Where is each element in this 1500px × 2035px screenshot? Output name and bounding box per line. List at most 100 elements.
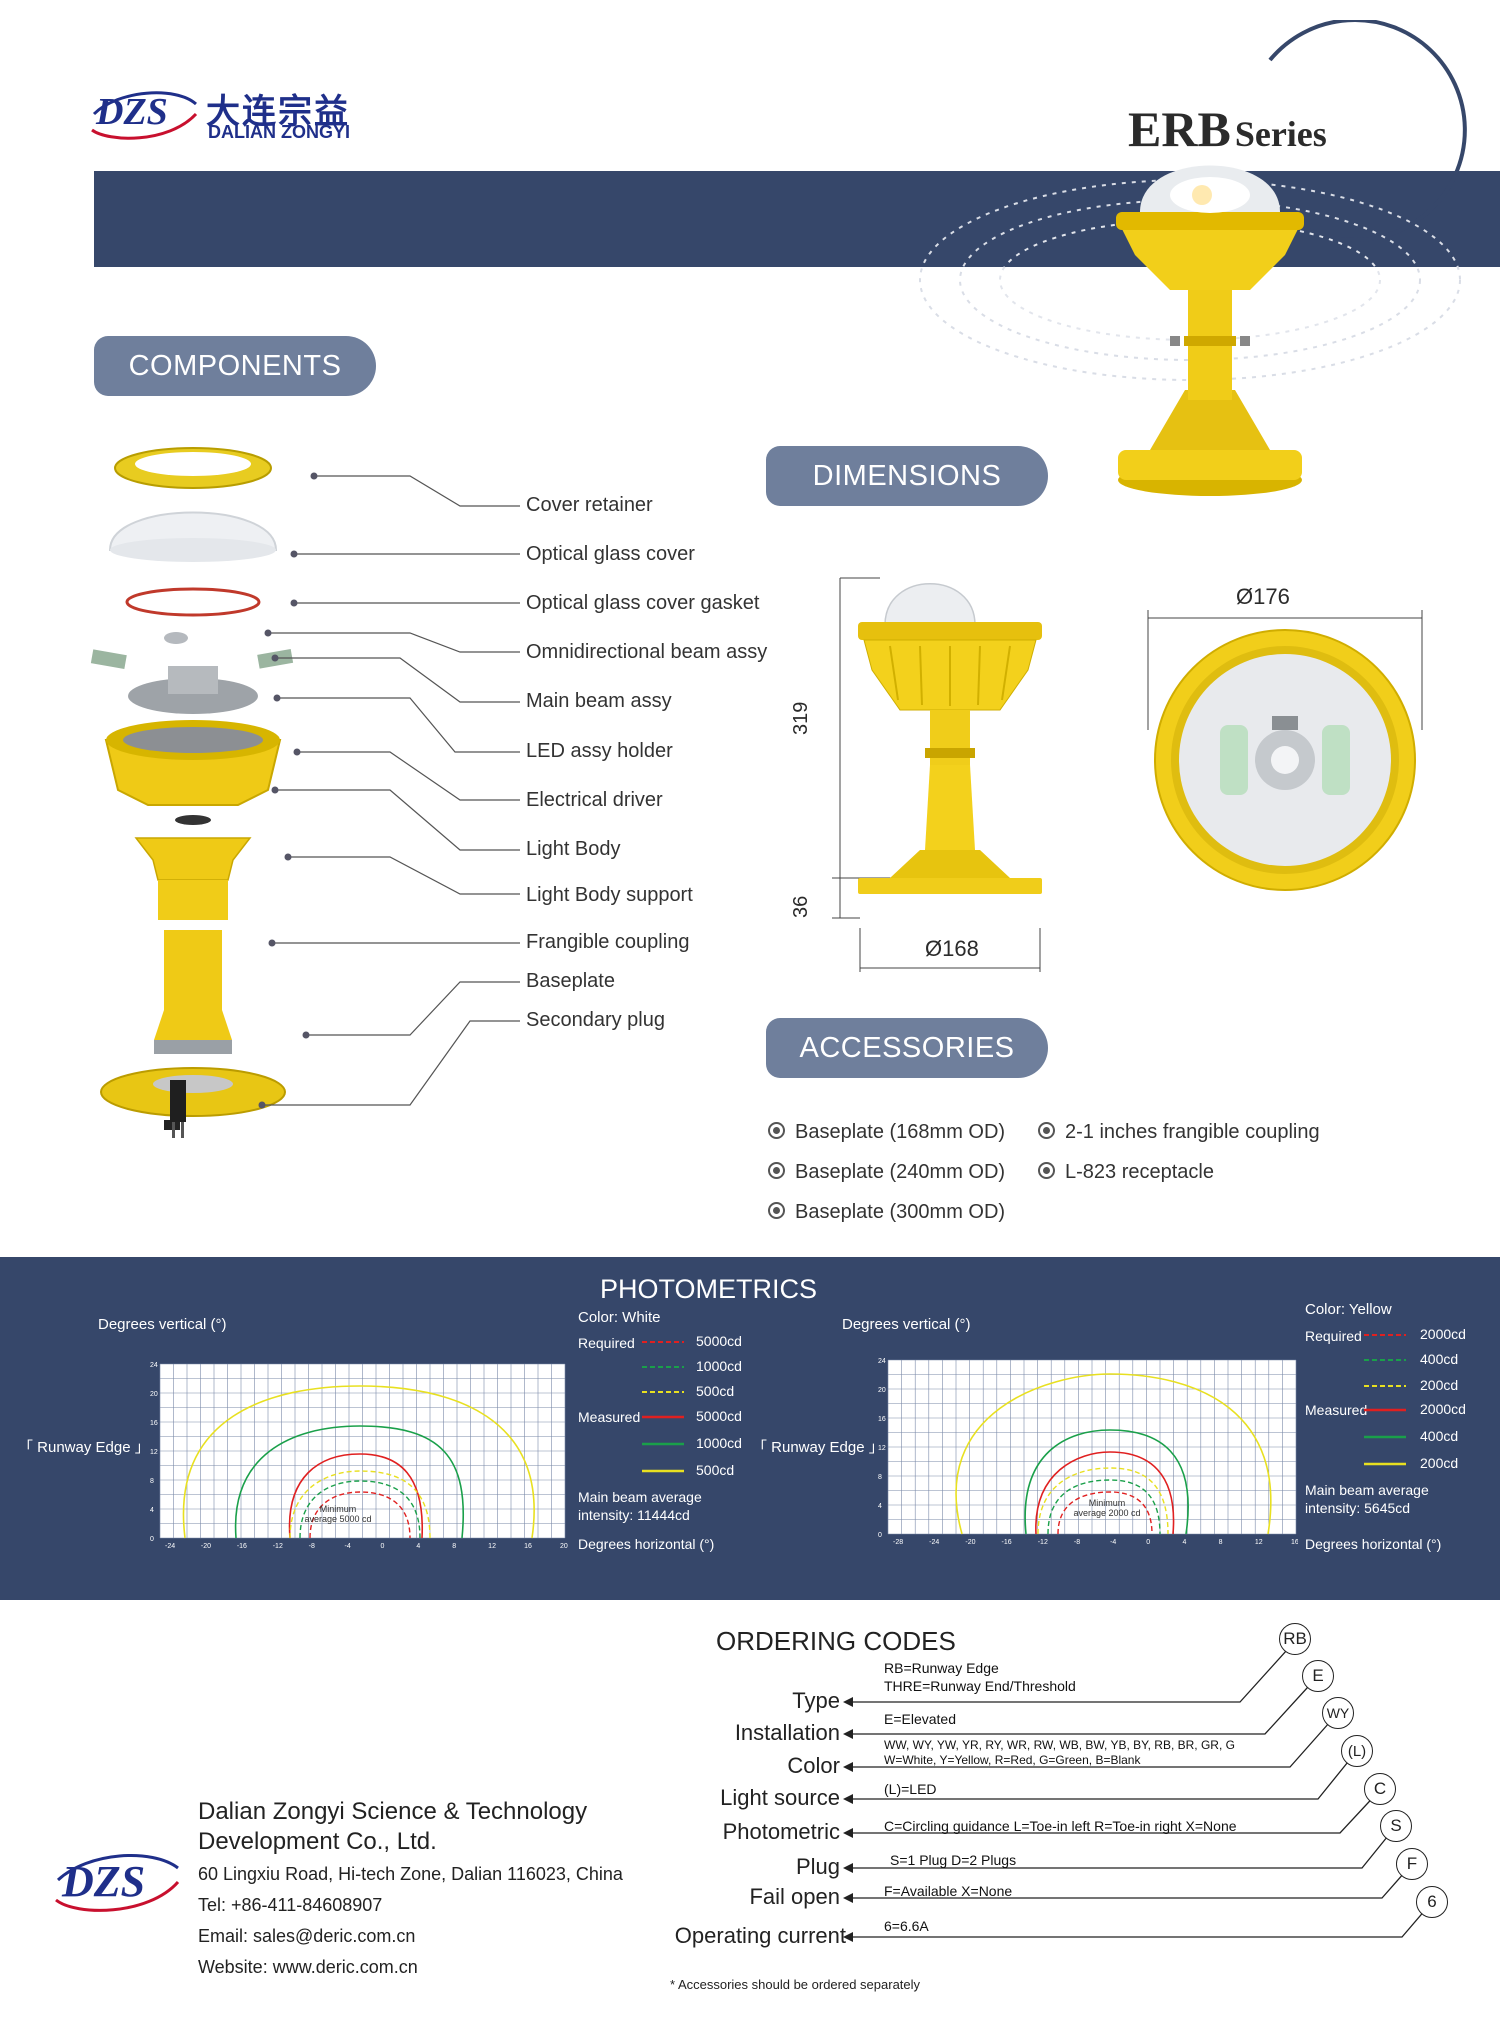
component-label: Secondary plug: [526, 1009, 665, 1031]
white-side-label: 「 Runway Edge 」: [18, 1439, 150, 1456]
x-tick-label: -24: [929, 1539, 939, 1546]
x-tick-label: -12: [273, 1543, 283, 1550]
ordering-text-photometric: C=Circling guidance L=Toe-in left R=Toe-…: [884, 1818, 1237, 1834]
code-badge-fail-open: F: [1396, 1848, 1428, 1880]
y-tick-label: 12: [878, 1445, 886, 1452]
ordering-label-light-source: Light source: [720, 1785, 840, 1810]
code-badge-photometric: C: [1364, 1773, 1396, 1805]
y-tick-label: 20: [878, 1387, 886, 1394]
x-tick-label: 12: [1255, 1539, 1263, 1546]
components-heading: COMPONENTS: [94, 336, 376, 396]
component-label: Optical glass cover: [526, 543, 695, 565]
y-tick-label: 4: [878, 1503, 882, 1510]
yellow-x-axis-label: Degrees horizontal (°): [1305, 1536, 1442, 1552]
x-tick-label: 16: [1291, 1539, 1298, 1546]
dim-base-diameter: Ø168: [925, 936, 979, 961]
footer-logo: DZS: [52, 1846, 182, 1916]
code-badge-plug: S: [1380, 1810, 1412, 1842]
white-y-axis-label: Degrees vertical (°): [98, 1316, 227, 1333]
x-tick-label: 12: [488, 1543, 496, 1550]
ordering-label-installation: Installation: [734, 1720, 840, 1745]
x-tick-label: 20: [560, 1543, 568, 1550]
y-tick-label: 12: [150, 1449, 158, 1456]
code-badge-current: 6: [1416, 1886, 1448, 1918]
yellow-legend-lines: [1364, 1334, 1406, 1466]
accessory-item: 2-1 inches frangible coupling: [1038, 1121, 1320, 1144]
bullet-icon: [768, 1202, 785, 1219]
component-label: LED assy holder: [526, 740, 673, 762]
company-website: Website: www.deric.com.cn: [198, 1957, 418, 1977]
x-tick-label: -28: [893, 1539, 903, 1546]
x-tick-label: 8: [1219, 1539, 1223, 1546]
brand-logo: DZS 大连宗益 DALIAN ZONGYI: [88, 84, 388, 144]
yellow-side-label: 「 Runway Edge 」: [752, 1439, 884, 1456]
x-tick-label: -4: [1110, 1539, 1116, 1546]
company-name-line2: Development Co., Ltd.: [198, 1828, 437, 1855]
dzs-logo-icon: [91, 91, 198, 140]
accessory-item: Baseplate (168mm OD): [768, 1121, 1005, 1144]
x-tick-label: -16: [237, 1543, 247, 1550]
exploded-view-image: [90, 447, 294, 1130]
white-measured-label: Measured: [578, 1409, 641, 1425]
bullet-icon: [768, 1122, 785, 1139]
side-view-drawing: [832, 577, 1042, 972]
white-req-1: 5000cd: [696, 1333, 742, 1349]
x-tick-label: -4: [345, 1543, 351, 1550]
y-tick-label: 0: [150, 1536, 154, 1543]
photometrics-heading: PHOTOMETRICS: [600, 1274, 818, 1304]
dim-top-diameter: Ø176: [1236, 584, 1290, 609]
y-tick-label: 4: [150, 1507, 154, 1514]
accessory-item: L-823 receptacle: [1038, 1161, 1214, 1184]
brand-chinese-name: 大连宗益: [206, 93, 350, 131]
ordering-label-plug: Plug: [795, 1854, 840, 1879]
ordering-footnote: * Accessories should be ordered separate…: [670, 1977, 921, 1992]
white-main-beam: Main beam average intensity: 11444cd: [578, 1489, 702, 1523]
component-label: Omnidirectional beam assy: [526, 641, 768, 663]
ordering-text-type-2: THRE=Runway End/Threshold: [884, 1678, 1076, 1694]
x-tick-label: -8: [309, 1543, 315, 1550]
y-tick-label: 0: [878, 1532, 882, 1539]
y-tick-label: 24: [878, 1358, 886, 1365]
accessory-item: Baseplate (240mm OD): [768, 1161, 1005, 1184]
company-tel: Tel: +86-411-84608907: [198, 1895, 383, 1915]
x-tick-label: 8: [452, 1543, 456, 1550]
code-badge-installation: E: [1302, 1660, 1334, 1692]
x-tick-label: 0: [380, 1543, 384, 1550]
company-name-line1: Dalian Zongyi Science & Technology: [198, 1798, 588, 1825]
y-tick-label: 24: [150, 1362, 158, 1369]
white-legend-lines: [642, 1341, 684, 1473]
yellow-measured-label: Measured: [1305, 1402, 1368, 1418]
yellow-color-label: Color: Yellow: [1305, 1301, 1392, 1318]
white-x-axis-label: Degrees horizontal (°): [578, 1536, 715, 1552]
accessories-heading: ACCESSORIES: [766, 1018, 1048, 1078]
ordering-text-light-source: (L)=LED: [884, 1781, 937, 1797]
yellow-req-3: 200cd: [1420, 1377, 1459, 1393]
ordering-text-type-1: RB=Runway Edge: [884, 1660, 999, 1676]
x-tick-label: -20: [201, 1543, 211, 1550]
y-tick-label: 20: [150, 1391, 158, 1398]
ordering-heading: ORDERING CODES: [716, 1626, 956, 1656]
white-req-2: 1000cd: [696, 1358, 742, 1374]
footer-logo-mark: DZS: [62, 1857, 146, 1906]
component-label: Electrical driver: [526, 789, 663, 811]
white-req-3: 500cd: [696, 1383, 735, 1399]
x-tick-label: 4: [416, 1543, 420, 1550]
x-tick-label: -20: [965, 1539, 975, 1546]
company-email: Email: sales@deric.com.cn: [198, 1926, 416, 1946]
component-label: Light Body: [526, 838, 621, 860]
x-tick-label: 16: [524, 1543, 532, 1550]
component-label: Light Body support: [526, 884, 693, 906]
series-name: ERB: [1128, 101, 1231, 157]
y-tick-label: 16: [878, 1416, 886, 1423]
bullet-icon: [768, 1162, 785, 1179]
component-label: Baseplate: [526, 970, 615, 992]
yellow-main-beam: Main beam average intensity: 5645cd: [1305, 1482, 1429, 1516]
ordering-label-color: Color: [787, 1753, 840, 1778]
white-required-label: Required: [578, 1335, 635, 1351]
component-label: Main beam assy: [526, 690, 672, 712]
bullet-icon: [1038, 1162, 1055, 1179]
yellow-req-1: 2000cd: [1420, 1326, 1466, 1342]
brand-english-name: DALIAN ZONGYI: [208, 122, 350, 142]
